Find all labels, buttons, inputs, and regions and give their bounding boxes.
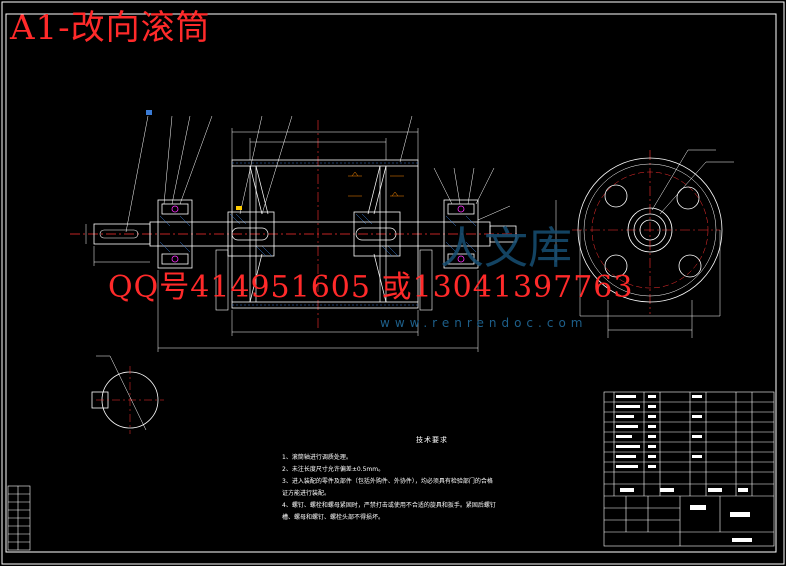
title-block-text-marks bbox=[616, 395, 752, 542]
requirement-item: 2、未注长度尺寸允许偏差±0.5mm。 bbox=[282, 466, 385, 473]
requirement-item: 槽、螺母和螺钉、螺栓头部不得损坏。 bbox=[282, 514, 385, 521]
left-side-table bbox=[7, 485, 31, 551]
requirement-item: 证方能进行装配。 bbox=[282, 490, 331, 497]
shaft-section-view bbox=[91, 355, 164, 434]
contact-overlay: QQ号414951605 或13041397763 bbox=[108, 270, 634, 305]
requirement-item: 3、进入装配的零件及部件（包括外购件、外协件），均必须具有检验部门的合格 bbox=[282, 478, 493, 485]
requirement-item: 4、螺钉、螺栓和螺母紧固时，严禁打击或使用不合适的旋具和扳手。紧固后螺钉 bbox=[282, 502, 496, 509]
side-view bbox=[555, 149, 734, 338]
inner-frame bbox=[5, 13, 777, 553]
main-section-view bbox=[70, 110, 520, 352]
technical-requirements-heading: 技术要求 bbox=[416, 436, 448, 444]
drawing-title: A1-改向滚筒 bbox=[10, 8, 211, 48]
right-hub bbox=[353, 211, 401, 257]
watermark-logo-text: 人文库 bbox=[440, 223, 572, 274]
shaft-end-right bbox=[489, 225, 517, 243]
technical-requirements: 技术要求 1、滚筒轴进行调质处理。 2、未注长度尺寸允许偏差±0.5mm。 3、… bbox=[282, 434, 582, 524]
dimension-lines bbox=[85, 128, 479, 352]
left-bearing-housing bbox=[157, 199, 193, 269]
keyway-end bbox=[99, 229, 139, 239]
title-block bbox=[603, 391, 775, 547]
right-bearing-housing bbox=[443, 199, 479, 269]
leader-lines bbox=[125, 115, 511, 233]
left-hub bbox=[227, 211, 275, 257]
watermark-url: www.renrendoc.com bbox=[380, 316, 588, 330]
requirement-item: 1、滚筒轴进行调质处理。 bbox=[282, 454, 352, 461]
shaft-end-left bbox=[93, 223, 151, 245]
keyway-right bbox=[355, 227, 397, 241]
keyway-left bbox=[231, 227, 269, 241]
